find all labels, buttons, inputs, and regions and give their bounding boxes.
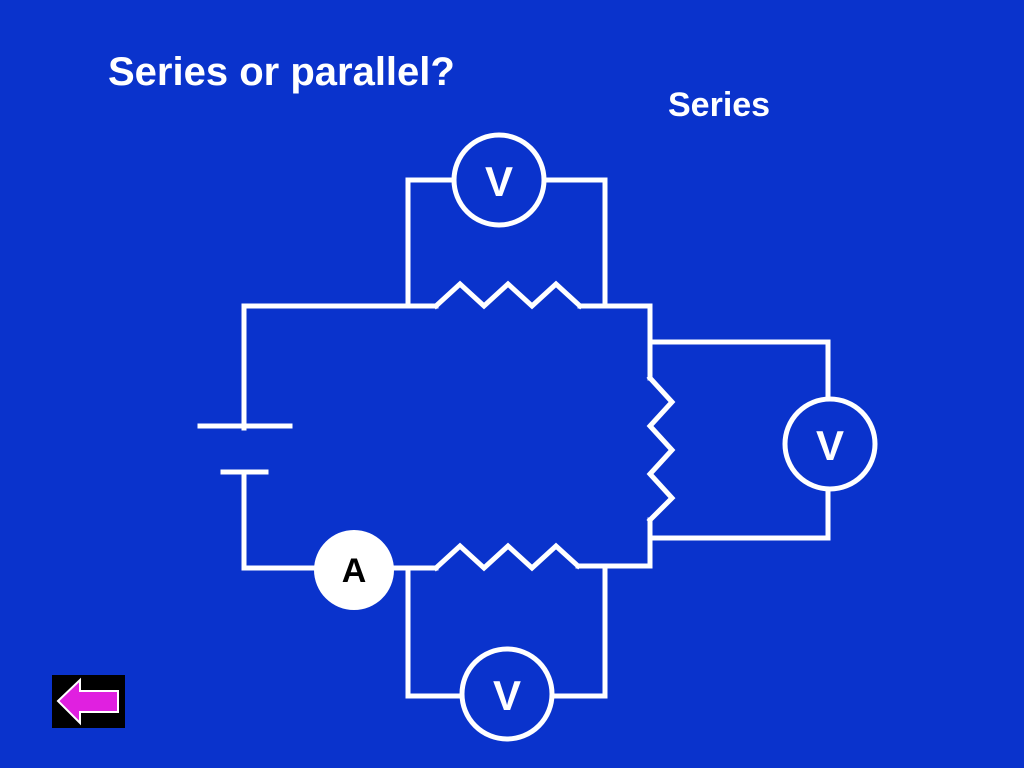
voltmeter-bottom: V bbox=[459, 646, 555, 742]
answer-text: Series bbox=[668, 86, 771, 124]
voltmeter-right-wire-top bbox=[647, 339, 831, 403]
resistor-top bbox=[432, 280, 584, 310]
resistor-right bbox=[646, 374, 676, 524]
ammeter-label: A bbox=[342, 552, 367, 590]
wire-right-lower bbox=[575, 517, 653, 569]
voltmeter-top: V bbox=[451, 132, 547, 228]
voltmeter-bottom-wire-right bbox=[549, 565, 608, 699]
voltmeter-right-wire-bottom bbox=[647, 485, 831, 541]
voltmeter-bottom-wire-left bbox=[405, 565, 465, 699]
voltmeter-top-label: V bbox=[485, 158, 513, 205]
ammeter: A bbox=[314, 530, 394, 610]
voltmeter-bottom-label: V bbox=[493, 672, 521, 719]
wire-bottom-left bbox=[241, 469, 316, 571]
voltmeter-right: V bbox=[782, 396, 878, 492]
battery bbox=[197, 423, 293, 475]
voltmeter-right-label: V bbox=[816, 422, 844, 469]
voltmeter-top-wire-right bbox=[543, 177, 608, 309]
voltmeter-top-wire-left bbox=[405, 177, 455, 309]
resistor-bottom bbox=[432, 542, 582, 572]
wire-top-left bbox=[241, 303, 439, 431]
slide-title: Series or parallel? bbox=[108, 50, 455, 94]
back-button[interactable] bbox=[52, 675, 125, 728]
left-arrow-icon bbox=[56, 677, 119, 726]
